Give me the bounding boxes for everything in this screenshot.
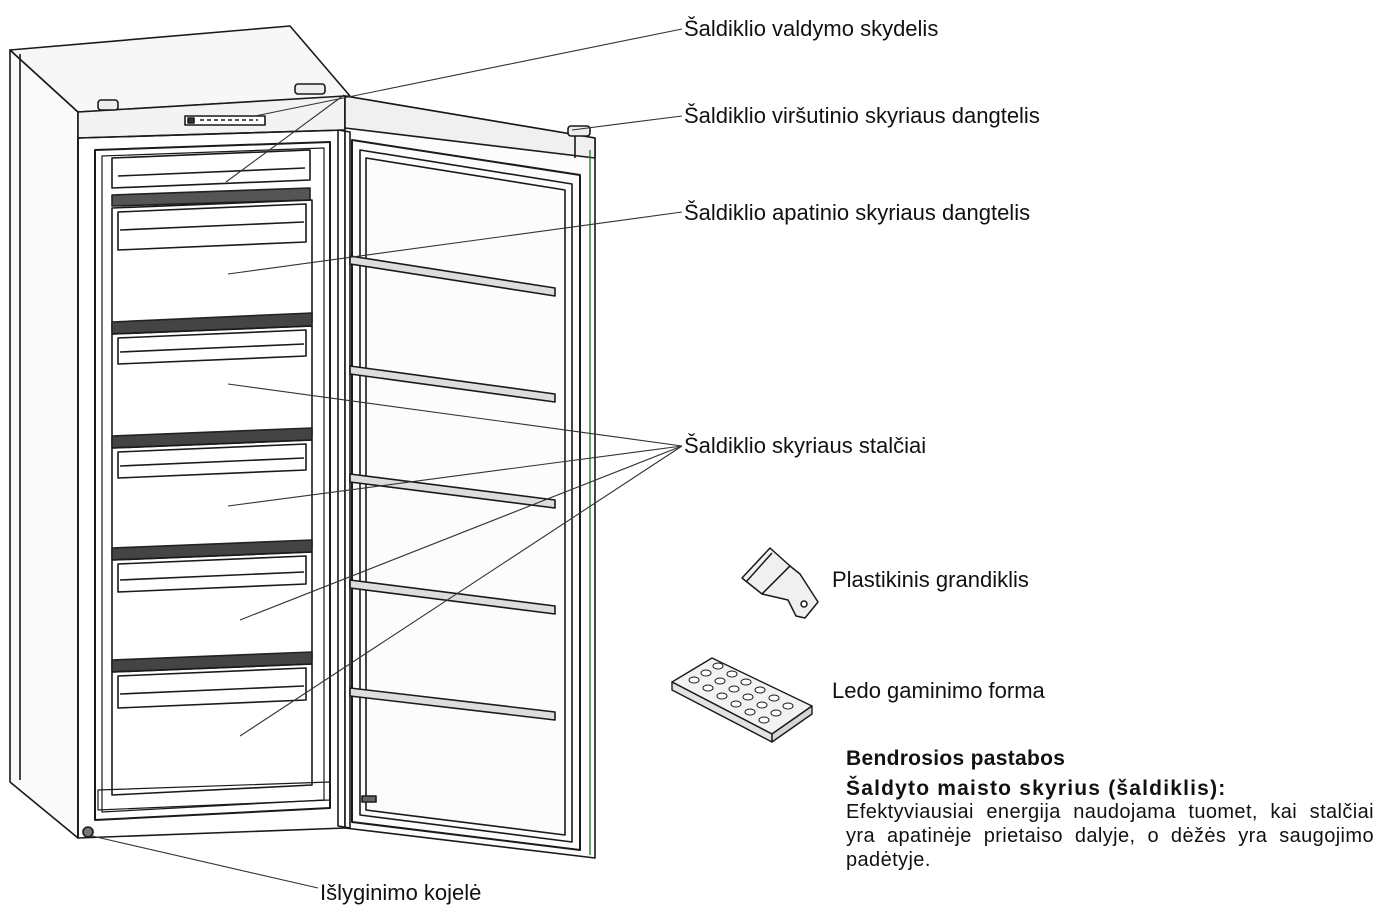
label-lower-lid: Šaldiklio apatinio skyriaus dangtelis bbox=[684, 200, 1031, 225]
label-drawers: Šaldiklio skyriaus stalčiai bbox=[684, 433, 927, 458]
plastic-scraper-icon bbox=[741, 547, 819, 619]
general-notes: Bendrosios pastabos Šaldyto maisto skyri… bbox=[846, 746, 1374, 872]
label-leveling-foot: Išlyginimo kojelė bbox=[320, 880, 482, 905]
label-control-panel: Šaldiklio valdymo skydelis bbox=[684, 16, 939, 41]
label-scraper: Plastikinis grandiklis bbox=[832, 567, 1029, 592]
label-upper-lid: Šaldiklio viršutinio skyriaus dangtelis bbox=[684, 103, 1040, 128]
notes-body: Efektyviausiai energija naudojama tuomet… bbox=[846, 801, 1374, 871]
notes-heading: Bendrosios pastabos bbox=[846, 747, 1066, 770]
ice-tray-icon bbox=[671, 657, 813, 743]
freezer-door bbox=[337, 95, 596, 859]
leader-lines bbox=[91, 28, 683, 889]
notes-subheading: Šaldyto maisto skyrius (šaldiklis): bbox=[846, 777, 1227, 800]
freezer-cabinet bbox=[9, 25, 351, 839]
label-ice-tray: Ledo gaminimo forma bbox=[832, 678, 1045, 703]
